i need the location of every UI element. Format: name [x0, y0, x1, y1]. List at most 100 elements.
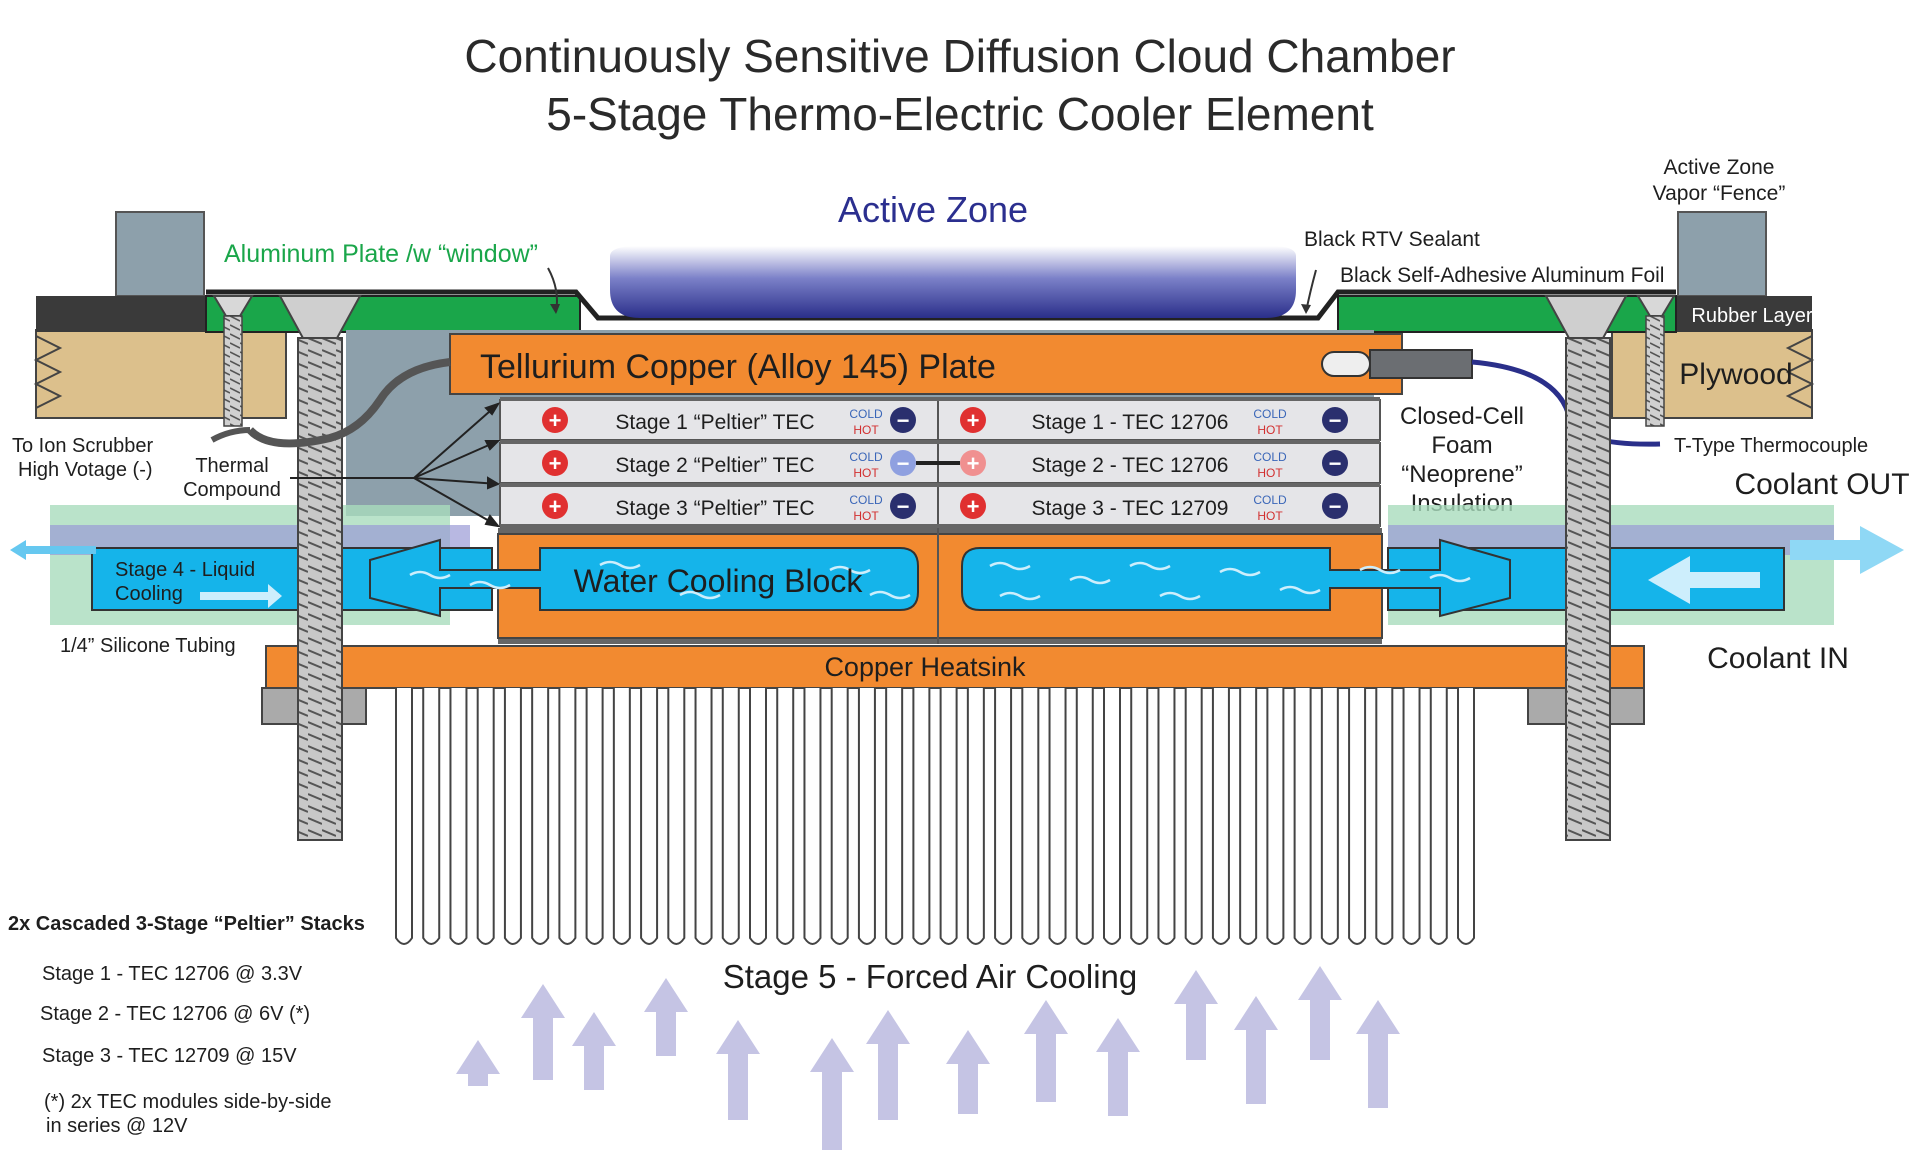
heatsink-fin	[1293, 688, 1312, 945]
cold-mark: COLD	[1253, 450, 1287, 464]
break-lines-right	[1785, 335, 1815, 409]
heatsink-fin	[395, 688, 413, 945]
coolant-out-arrow-icon	[1790, 526, 1904, 574]
heatsink-fin	[939, 688, 958, 945]
heatsink-fin	[612, 688, 631, 945]
heatsink-fin	[803, 688, 822, 945]
minus-mark: −	[1329, 451, 1342, 476]
cold-mark: COLD	[849, 407, 883, 421]
coolant-exit-left-arrow-icon	[10, 540, 96, 560]
heatsink-fin	[1075, 688, 1094, 945]
ion-scrubber-wire	[210, 427, 251, 443]
minus-mark: −	[897, 451, 910, 476]
plus-terminal-icon: +	[542, 450, 568, 476]
black-rtv-label: Black RTV Sealant	[1304, 228, 1480, 251]
vapor-fence-left	[115, 211, 205, 297]
bolt-right-icon	[1565, 337, 1611, 841]
plus-terminal-icon: +	[542, 407, 568, 433]
airflow-arrow-icon	[456, 1040, 500, 1086]
cold-mark: COLD	[1253, 493, 1287, 507]
hot-mark: HOT	[853, 423, 879, 437]
ion-scrubber-label-1: To Ion Scrubber	[12, 435, 154, 457]
plus-mark: +	[549, 451, 562, 476]
heatsink-fin	[1130, 688, 1149, 945]
water-channel-left	[369, 538, 919, 618]
plus-terminal-icon: +	[960, 493, 986, 519]
vapor-fence-label-1: Active Zone	[1664, 156, 1775, 179]
plus-terminal-icon: +	[542, 493, 568, 519]
water-ripples	[409, 560, 1471, 601]
plus-mark: +	[549, 408, 562, 433]
tec-row-2-left: Stage 2 “Peltier” TEC	[615, 454, 814, 477]
thermal-compound-label-1: Thermal	[195, 455, 268, 477]
heatsink-fin	[1211, 688, 1230, 945]
copper-heatsink-label: Copper Heatsink	[824, 652, 1026, 682]
heatsink-fin	[1457, 688, 1475, 945]
heatsink-fin	[585, 688, 604, 945]
legend-note-2: in series @ 12V	[46, 1115, 188, 1137]
cold-mark: COLD	[849, 450, 883, 464]
legend-heading: 2x Cascaded 3-Stage “Peltier” Stacks	[8, 913, 365, 935]
thermocouple-label: T-Type Thermocouple	[1674, 435, 1868, 457]
aluminum-plate-label: Aluminum Plate /w “window”	[224, 240, 538, 268]
heatsink-fin	[503, 688, 522, 945]
stage5-label: Stage 5 - Forced Air Cooling	[723, 958, 1138, 995]
foam-line-1: Closed-Cell	[1400, 403, 1524, 430]
break-lines-left	[33, 335, 63, 409]
airflow-arrow-icon	[1234, 996, 1278, 1104]
hot-mark: HOT	[1257, 509, 1283, 523]
airflow-arrow-icon	[946, 1030, 990, 1114]
minus-mark: −	[897, 494, 910, 519]
minus-terminal-icon: −	[1322, 450, 1348, 476]
ion-scrubber-label-2: High Votage (-)	[18, 459, 153, 481]
plus-mark: +	[549, 494, 562, 519]
wood-screw-right-icon	[1645, 315, 1665, 427]
heatsink-fin	[912, 688, 931, 945]
heatsink-fin	[476, 688, 495, 945]
heatsink-fin	[558, 688, 577, 945]
heatsink-fin	[449, 688, 468, 945]
airflow-arrow-icon	[521, 984, 565, 1080]
airflow-arrow-icon	[1356, 1000, 1400, 1108]
heatsink-fin	[966, 688, 985, 945]
foam-line-2: Foam	[1431, 432, 1492, 459]
leader-arrowhead-icon	[550, 304, 560, 314]
heatsink-fin	[1048, 688, 1067, 945]
airflow-arrow-icon	[1298, 966, 1342, 1060]
water-block-label: Water Cooling Block	[574, 563, 864, 599]
heatsink-fin	[640, 688, 659, 945]
foam-label: Closed-Cell Foam “Neoprene” Insulation	[1400, 403, 1524, 517]
heatsink-fin	[1266, 688, 1285, 945]
copper-heatsink	[265, 645, 1645, 689]
stage4-label-2: Cooling	[115, 583, 183, 605]
plus-mark: +	[967, 451, 980, 476]
heatsink-fin	[830, 688, 849, 945]
legend-item-2: Stage 2 - TEC 12706 @ 6V (*)	[40, 1003, 310, 1025]
airflow-arrow-icon	[1174, 970, 1218, 1060]
heatsink-fin	[1239, 688, 1258, 945]
plus-mark: +	[967, 408, 980, 433]
hot-mark: HOT	[853, 466, 879, 480]
heatsink-fin	[1402, 688, 1421, 945]
minus-terminal-icon: −	[1322, 407, 1348, 433]
heatsink-fin	[531, 688, 550, 945]
legend-note-1: (*) 2x TEC modules side-by-side	[44, 1091, 332, 1113]
thermal-compound-label-2: Compound	[183, 479, 281, 501]
coolant-in-label: Coolant IN	[1707, 642, 1849, 675]
heatsink-fin	[857, 688, 876, 945]
plywood-label: Plywood	[1679, 358, 1792, 391]
tec-row-2-right: Stage 2 - TEC 12706	[1032, 454, 1229, 477]
cold-mark: COLD	[849, 493, 883, 507]
wood-screw-left-icon	[223, 315, 243, 427]
foam-line-3: “Neoprene”	[1401, 461, 1522, 488]
minus-terminal-icon: −	[890, 450, 916, 476]
heatsink-fin	[885, 688, 904, 945]
tec-row-3-left: Stage 3 “Peltier” TEC	[615, 497, 814, 520]
tec-row-3-right: Stage 3 - TEC 12709	[1032, 497, 1229, 520]
vapor-fence-right	[1677, 211, 1767, 297]
airflow-arrow-icon	[1024, 1000, 1068, 1102]
active-zone-glow	[610, 246, 1296, 318]
hot-mark: HOT	[1257, 423, 1283, 437]
airflow-arrows	[456, 966, 1400, 1150]
